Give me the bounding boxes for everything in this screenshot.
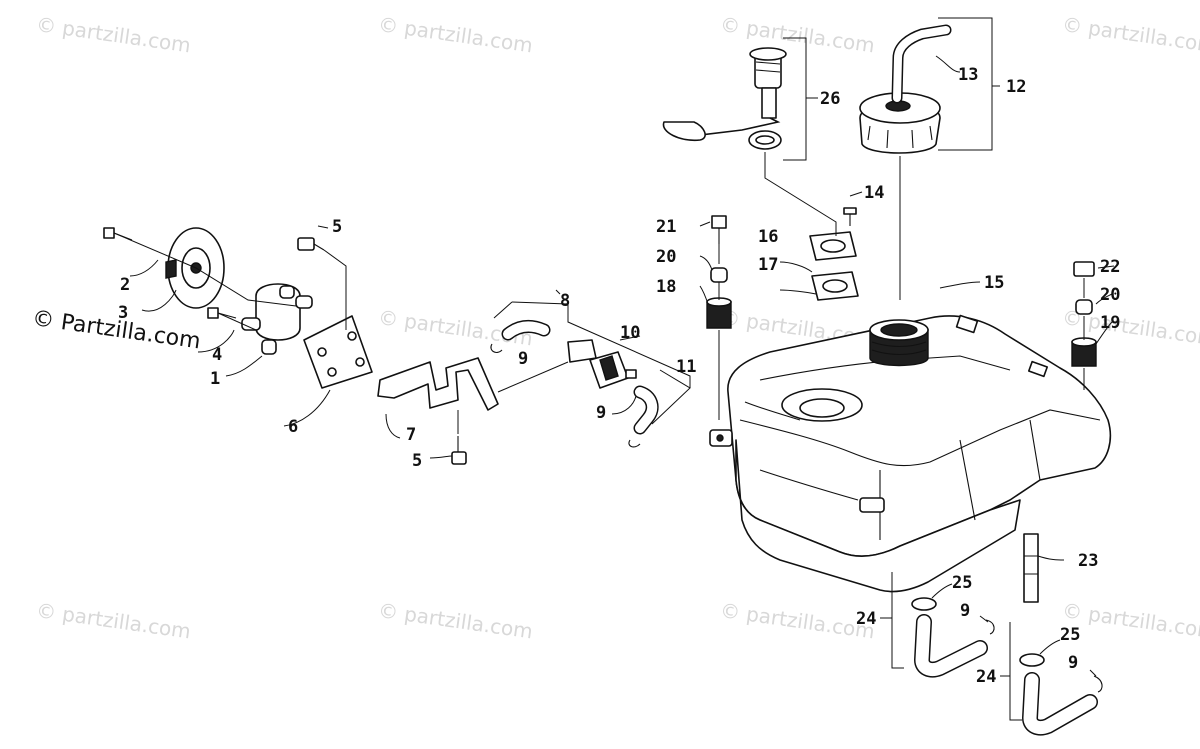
callout-12: 12 (1006, 77, 1026, 97)
callout-19: 19 (1100, 313, 1120, 333)
callout-24-upper: 24 (856, 609, 876, 629)
callout-23: 23 (1078, 551, 1098, 571)
callout-8: 8 (560, 291, 570, 311)
hose-8 (490, 320, 551, 353)
filler-cap (859, 92, 941, 154)
callout-20-right: 20 (1100, 285, 1120, 305)
callout-9-b: 9 (596, 403, 606, 423)
callout-16: 16 (758, 227, 778, 247)
callout-4: 4 (212, 345, 222, 365)
callout-17: 17 (758, 255, 778, 275)
fuel-tank (709, 314, 1112, 593)
leader-lines (113, 17, 1115, 721)
callout-22: 22 (1100, 257, 1120, 277)
callouts: 1 2 3 4 5 5 6 7 8 9 9 9 9 10 11 12 13 14… (118, 65, 1120, 687)
callout-11: 11 (676, 357, 696, 377)
grommet-19 (1071, 337, 1097, 367)
callout-2: 2 (120, 275, 130, 295)
callout-9-d: 9 (1068, 653, 1078, 673)
callout-26: 26 (820, 89, 840, 109)
callout-3: 3 (118, 303, 128, 323)
gasket-17 (811, 271, 859, 301)
fuel-gauge-sender (662, 47, 787, 150)
callout-7: 7 (406, 425, 416, 445)
callout-13: 13 (958, 65, 978, 85)
callout-14: 14 (864, 183, 884, 203)
callout-9-c: 9 (960, 601, 970, 621)
rod-23 (1023, 533, 1039, 603)
collar-20 (710, 267, 728, 283)
callout-24-lower: 24 (976, 667, 996, 687)
callout-15: 15 (984, 273, 1004, 293)
bolt-21 (711, 215, 727, 244)
callout-6: 6 (288, 417, 298, 437)
callout-20-left: 20 (656, 247, 676, 267)
fuel-valve-1 (241, 283, 313, 355)
hose-assembly-24-lower (1019, 653, 1103, 736)
callout-18: 18 (656, 277, 676, 297)
nut-22 (1073, 261, 1095, 277)
screw-2 (103, 227, 133, 241)
vent-hose (891, 24, 952, 104)
callout-5-lower: 5 (412, 451, 422, 471)
hose-assembly-24-upper (911, 597, 995, 678)
bracket-6 (303, 315, 373, 389)
callout-21: 21 (656, 217, 676, 237)
bolt-5-lower (451, 436, 467, 465)
callout-5-upper: 5 (332, 217, 342, 237)
callout-25-lower: 25 (1060, 625, 1080, 645)
bolt-5-upper (297, 237, 325, 251)
callout-1: 1 (210, 369, 220, 389)
bracket-7 (377, 357, 499, 411)
gasket-16 (809, 231, 857, 261)
fuel-filter-10 (567, 339, 637, 389)
grommet-18 (706, 297, 732, 329)
screw-4 (207, 307, 237, 319)
callout-9-a: 9 (518, 349, 528, 369)
hose-11 (628, 385, 659, 448)
callout-10: 10 (620, 323, 640, 343)
collar-20-right (1075, 299, 1093, 315)
callout-25-upper: 25 (952, 573, 972, 593)
screw-14 (843, 207, 857, 226)
